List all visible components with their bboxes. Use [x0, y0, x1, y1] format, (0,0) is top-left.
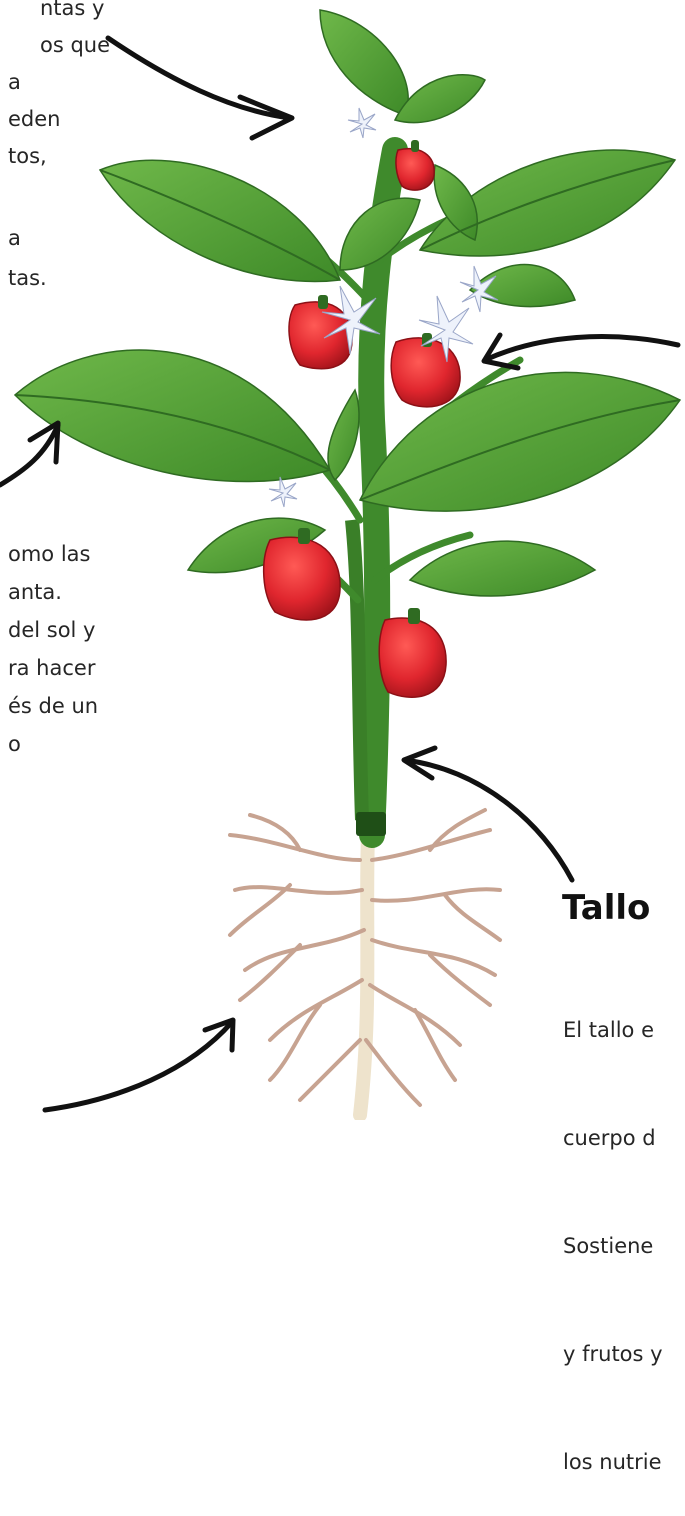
arrow-to-roots: [42, 1017, 236, 1113]
arrow-to-flower-right: [481, 332, 681, 371]
stem-description: El tallo e cuerpo d Sostiene y frutos y …: [563, 940, 663, 1516]
pepper-plant-illustration: [0, 9, 682, 1120]
stem-line-5: los nutrie: [563, 1450, 662, 1474]
flowers-line-1: ntas y: [40, 0, 105, 20]
leaves-line-1: omo las: [8, 542, 91, 566]
flowers: [268, 107, 499, 508]
stem-line-3: Sostiene: [563, 1234, 654, 1258]
arrow-to-flowers: [105, 35, 295, 141]
flowers-line-5: tos,: [8, 144, 47, 168]
flowers-line-7: a: [8, 226, 21, 250]
flowers-line-4: eden: [8, 107, 61, 131]
stem-line-1: El tallo e: [563, 1018, 654, 1042]
leaves-line-3: del sol y: [8, 618, 96, 642]
peppers: [262, 148, 461, 698]
stem-line-4: y frutos y: [563, 1342, 663, 1366]
flowers-line-2: os que: [40, 33, 111, 57]
stem-heading: Tallo: [562, 888, 651, 928]
arrow-to-leaf: [0, 420, 61, 488]
flowers-line-3: a: [8, 70, 21, 94]
flowers-line-8: tas.: [8, 266, 47, 290]
leaves-line-4: ra hacer: [8, 656, 96, 680]
arrows: [0, 35, 681, 1113]
leaves-line-5: és de un: [8, 694, 99, 718]
leaves-line-6: o: [8, 732, 21, 756]
stem-line-2: cuerpo d: [563, 1126, 656, 1150]
roots: [228, 808, 502, 1120]
leaves-line-2: anta.: [8, 580, 62, 604]
arrow-to-stem: [401, 745, 575, 883]
